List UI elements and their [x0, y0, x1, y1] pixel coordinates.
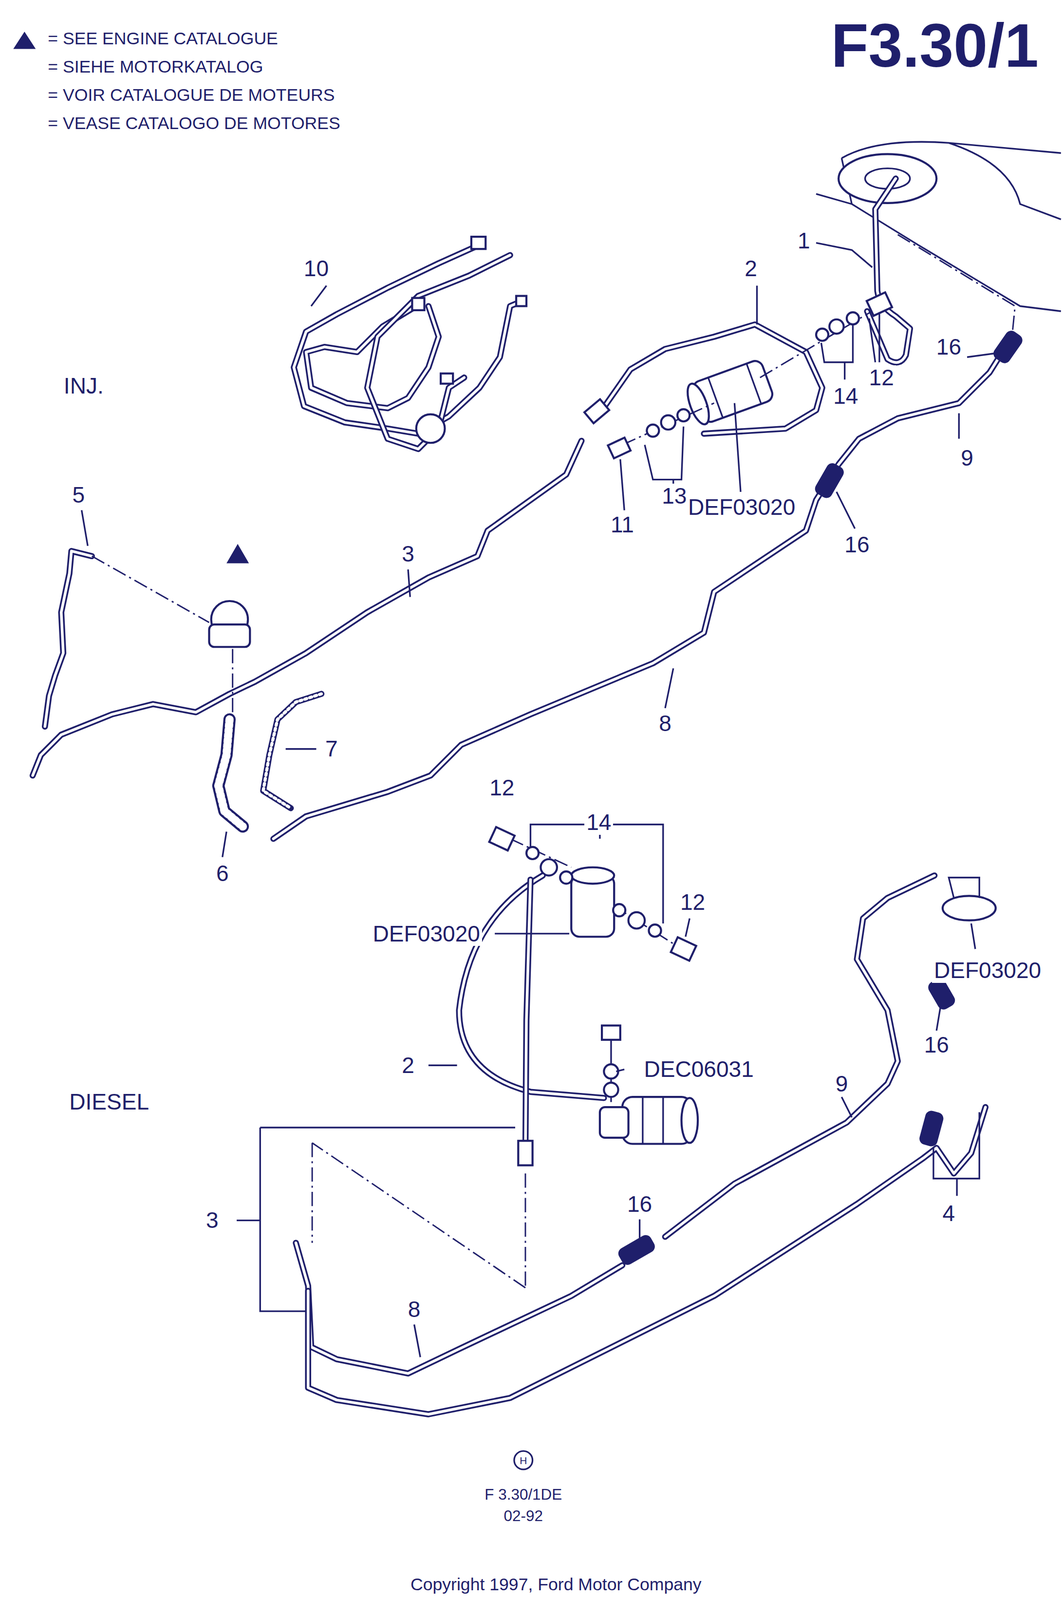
note-text: F 3.30/1DE — [482, 1486, 564, 1504]
section-label: INJ. — [61, 373, 106, 399]
callout-number: 7 — [323, 736, 340, 762]
part-reference: DEF03020 — [371, 921, 483, 947]
callout-number: 3 — [399, 541, 417, 567]
callout-number: 13 — [659, 483, 689, 509]
legend-text: = VOIR CATALOGUE DE MOTEURS — [45, 85, 337, 105]
callout-number: 16 — [625, 1191, 654, 1217]
callout-number: 2 — [399, 1052, 417, 1078]
callout-number: 16 — [842, 532, 872, 558]
part-reference: DEC06031 — [641, 1056, 756, 1082]
callout-number: 1 — [795, 228, 813, 254]
callout-number: 14 — [831, 383, 860, 409]
callout-number: 5 — [70, 482, 88, 508]
callout-number: 3 — [204, 1207, 221, 1233]
callout-number: 8 — [406, 1296, 423, 1322]
note-text: 02-92 — [502, 1507, 545, 1525]
section-label: DIESEL — [67, 1089, 151, 1115]
legend-text: = SEE ENGINE CATALOGUE — [45, 29, 280, 49]
callout-number: 9 — [833, 1071, 851, 1097]
legend-text: = SIEHE MOTORKATALOG — [45, 57, 265, 77]
callout-number: 12 — [678, 889, 708, 915]
callout-number: 6 — [214, 860, 231, 886]
callout-number: 16 — [934, 334, 964, 360]
note-text: Copyright 1997, Ford Motor Company — [408, 1574, 704, 1594]
callout-number: 4 — [940, 1200, 958, 1226]
callout-number: 16 — [922, 1032, 951, 1058]
callout-number: 10 — [301, 256, 331, 281]
part-reference: DEF03020 — [931, 957, 1044, 983]
note-text: H — [517, 1454, 529, 1466]
callout-number: 8 — [656, 710, 674, 736]
callout-number: 9 — [958, 445, 976, 471]
callout-number: 12 — [867, 365, 896, 391]
callout-number: 14 — [584, 809, 614, 835]
legend-text: = VEASE CATALOGO DE MOTORES — [45, 113, 343, 133]
callout-number: 11 — [608, 512, 636, 538]
part-reference: DEF03020 — [686, 494, 798, 520]
callout-number: 12 — [487, 775, 517, 801]
page-title: F3.30/1 — [829, 12, 1041, 80]
callout-number: 2 — [742, 256, 760, 281]
